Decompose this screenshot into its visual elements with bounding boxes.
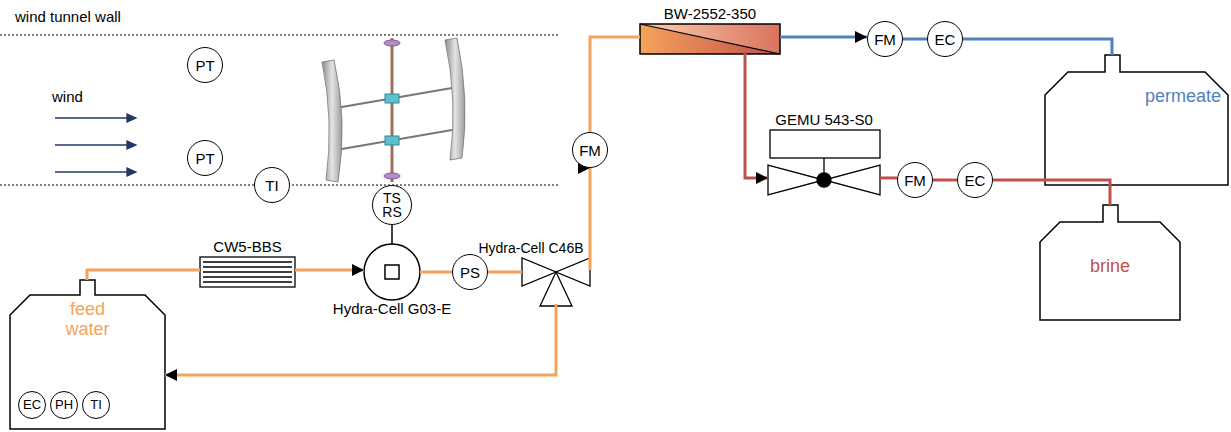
pipe-connector — [880, 176, 897, 179]
free-label: wind — [52, 88, 83, 105]
node-label: PT — [195, 151, 214, 166]
pump: Hydra-Cell G03-E — [331, 244, 453, 317]
node-label: EC — [23, 398, 41, 412]
pressure-transmitter: PT — [187, 140, 223, 176]
torque-speed-sensor: TSRS — [372, 185, 412, 225]
wind-tunnel-wall — [0, 35, 560, 185]
pressure-transmitter: PT — [187, 47, 223, 83]
cartridge-filter: CW5-BBS — [200, 238, 295, 285]
pipe-connector — [420, 271, 452, 274]
node-label: PS — [460, 265, 480, 280]
node-label: TI — [90, 398, 102, 412]
control-valve-symbol — [768, 130, 880, 195]
conductivity-sensor: EC — [957, 162, 993, 198]
membrane-module: BW-2552-350 — [640, 5, 780, 52]
node-label: feed water — [53, 300, 123, 340]
wind-label: wind — [52, 88, 83, 105]
brine-tank: brine — [1040, 205, 1180, 320]
node-label: CW5-BBS — [213, 238, 281, 255]
feed-water-tank: feed waterEC PH TI — [10, 280, 165, 430]
pressure-sensor: PS — [452, 254, 488, 290]
filter-symbol — [200, 257, 295, 287]
pipe-connector — [87, 270, 200, 280]
flow-meter: FM — [867, 21, 903, 57]
node-label: Hydra-Cell G03-E — [333, 300, 451, 317]
pipe-connector — [590, 37, 640, 132]
node-label: EC — [965, 173, 986, 188]
pressure-valve: Hydra-Cell C46B — [501, 240, 610, 304]
free-label: wind tunnel wall — [15, 8, 121, 25]
pipe-connector — [488, 271, 522, 274]
flow-meter: FM — [897, 162, 933, 198]
control-valve: GEMU 543-S0 — [768, 111, 880, 198]
pipe-connector — [295, 269, 364, 272]
symbol-area — [364, 244, 420, 300]
wall-label: wind tunnel wall — [15, 8, 121, 25]
wind-turbine — [322, 38, 465, 182]
pipe-connector — [933, 179, 957, 182]
three-way-valve-symbol — [522, 258, 590, 306]
symbol-area — [768, 128, 880, 198]
symbol-area — [522, 256, 590, 304]
node-label: FM — [874, 32, 896, 47]
ph-sensor: PH — [50, 391, 78, 419]
symbol-area — [200, 255, 295, 285]
pipe-connector — [993, 180, 1110, 205]
node-label: Hydra-Cell C46B — [478, 240, 583, 256]
temperature-indicator: TI — [254, 167, 290, 203]
node-label: TS — [383, 191, 401, 205]
node-label: EC — [935, 32, 956, 47]
node-label: FM — [579, 143, 601, 158]
symbol-area — [640, 22, 780, 52]
temperature-indicator: TI — [82, 391, 110, 419]
node-label: BW-2552-350 — [664, 5, 756, 22]
pipe-connector — [391, 225, 393, 244]
node-label: TI — [265, 178, 278, 193]
node-label: PT — [195, 58, 214, 73]
node-label: GEMU 543-S0 — [775, 111, 873, 128]
conductivity-sensor: EC — [927, 21, 963, 57]
flow-meter: FM — [572, 132, 608, 168]
node-label: FM — [904, 173, 926, 188]
node-label: RS — [382, 205, 401, 219]
membrane-module — [640, 24, 780, 54]
pipe-connector — [745, 52, 768, 178]
permeate-tank: permeate — [1045, 55, 1229, 185]
pipe-connector — [588, 168, 591, 270]
tank-outlines — [10, 55, 1228, 429]
pipe-connector — [780, 36, 867, 39]
conductivity-sensor: EC — [18, 391, 46, 419]
wind-arrows — [55, 114, 136, 176]
node-label: brine — [1075, 257, 1145, 277]
pump-symbol — [364, 244, 420, 300]
pipe-connector — [903, 38, 927, 41]
node-label: permeate — [1143, 87, 1223, 107]
node-label: PH — [55, 398, 73, 412]
pipe-connector — [963, 39, 1112, 55]
